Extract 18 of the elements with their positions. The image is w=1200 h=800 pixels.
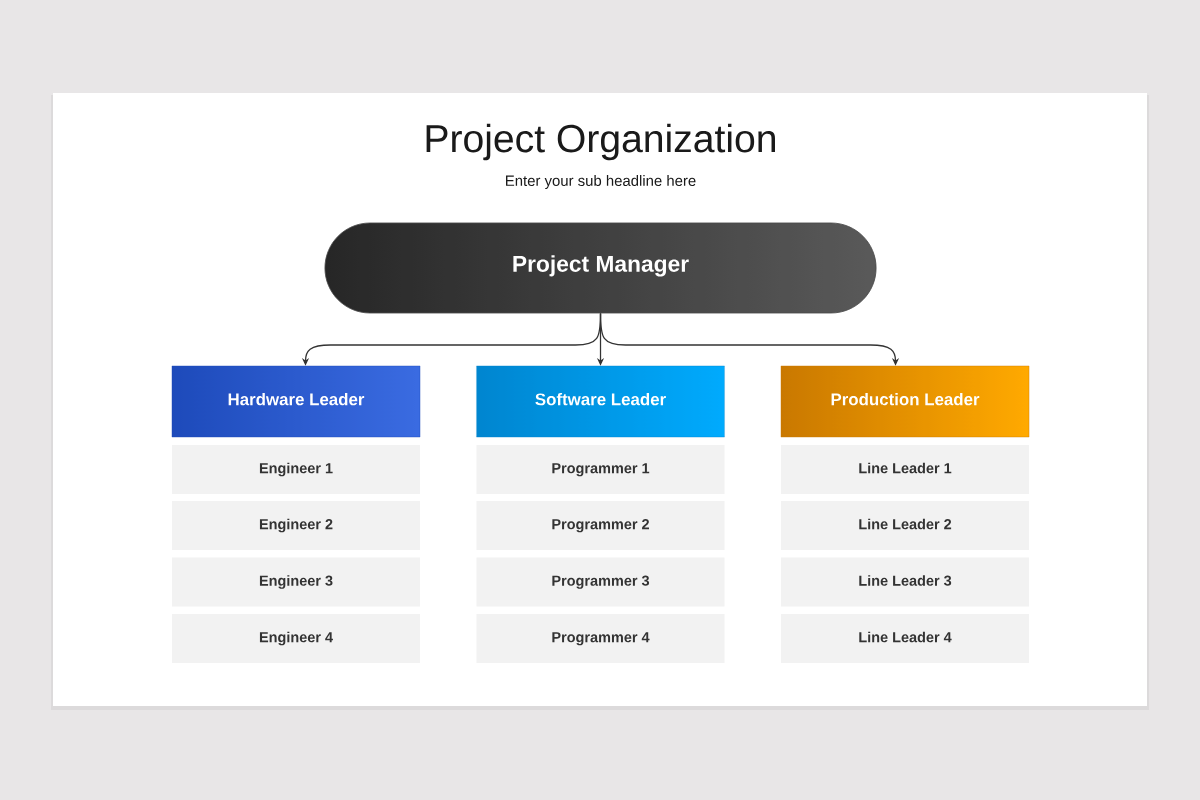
subtitle: Enter your sub headline here <box>506 175 696 189</box>
item-box: Engineer 2 <box>171 501 421 550</box>
item-box: Line Leader 4 <box>781 614 1030 663</box>
item-box: Programmer 1 <box>476 445 725 494</box>
item-box: Engineer 1 <box>171 445 421 494</box>
header-box: Production Leader <box>780 365 1030 438</box>
item-box: Line Leader 1 <box>781 445 1030 494</box>
item-box: Line Leader 3 <box>781 557 1030 607</box>
item-box: Engineer 4 <box>171 614 421 663</box>
item-box: Programmer 2 <box>476 501 725 550</box>
item-box: Engineer 3 <box>171 557 421 607</box>
pill-box: Project Manager <box>324 222 877 314</box>
item-box: Line Leader 2 <box>781 501 1030 550</box>
header-box: Software Leader <box>476 365 725 438</box>
item-box: Programmer 4 <box>476 614 725 663</box>
title: Project Organization <box>426 123 775 161</box>
item-box: Programmer 3 <box>476 557 725 607</box>
header-box: Hardware Leader <box>171 365 421 438</box>
